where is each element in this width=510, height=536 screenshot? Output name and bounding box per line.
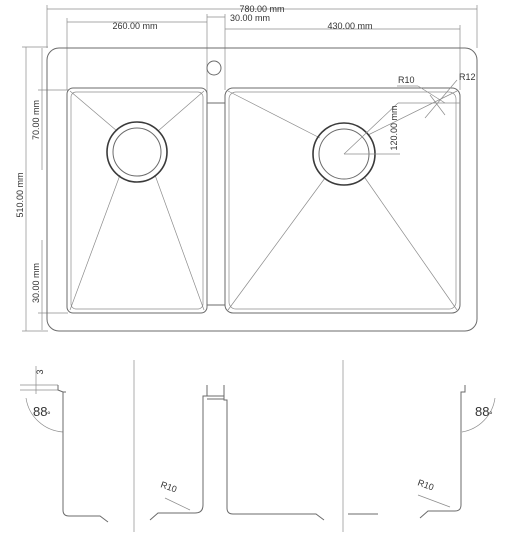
dimension-rim-height: 3 bbox=[20, 366, 58, 394]
left-bowl-width-label: 260.00 mm bbox=[112, 21, 157, 31]
left-section-radius-label: R10 bbox=[159, 479, 178, 494]
left-drain bbox=[106, 121, 168, 183]
plan-view: 780.00 mm 260.00 mm 30.00 mm 430.00 mm 5… bbox=[15, 4, 478, 332]
left-bowl-section: R10 bbox=[57, 385, 208, 523]
angle-right-callout: 88 ° bbox=[461, 397, 496, 433]
left-bowl bbox=[66, 87, 208, 314]
inner-radius-label: R10 bbox=[398, 75, 415, 85]
drain-offset-label: 120.00 mm bbox=[389, 105, 399, 150]
right-bowl-width-label: 430.00 mm bbox=[327, 21, 372, 31]
section-view: 3 88 ° 88 ° R10 bbox=[20, 360, 496, 532]
dimension-bowl-widths: 260.00 mm 30.00 mm 430.00 mm bbox=[66, 13, 461, 100]
divider bbox=[207, 102, 225, 306]
angle-left-degree: ° bbox=[47, 410, 51, 420]
angle-right-degree: ° bbox=[489, 410, 493, 420]
overall-depth-label: 510.00 mm bbox=[15, 172, 25, 217]
angle-left-callout: 88 ° bbox=[25, 397, 64, 433]
angle-left-label: 88 bbox=[33, 404, 47, 419]
radius-callouts: R10 R12 bbox=[397, 72, 476, 119]
divider-section bbox=[207, 395, 224, 400]
right-bowl-section: R10 bbox=[223, 385, 466, 521]
dimension-depths: 510.00 mm 70.00 mm 30.00 mm bbox=[15, 46, 68, 332]
right-bowl: 120.00 mm bbox=[224, 87, 461, 314]
dimension-overall-width: 780.00 mm bbox=[46, 4, 478, 48]
bottom-rim-label: 30.00 mm bbox=[31, 263, 41, 303]
divider-width-label: 30.00 mm bbox=[230, 13, 270, 23]
faucet-hole bbox=[206, 60, 222, 76]
top-rim-label: 70.00 mm bbox=[31, 100, 41, 140]
rim-height-label: 3 bbox=[35, 369, 45, 374]
right-section-radius-label: R10 bbox=[416, 477, 435, 492]
angle-right-label: 88 bbox=[475, 404, 489, 419]
outer-radius-label: R12 bbox=[459, 72, 476, 82]
sink-outline bbox=[46, 47, 478, 332]
overall-width-label: 780.00 mm bbox=[239, 4, 284, 14]
